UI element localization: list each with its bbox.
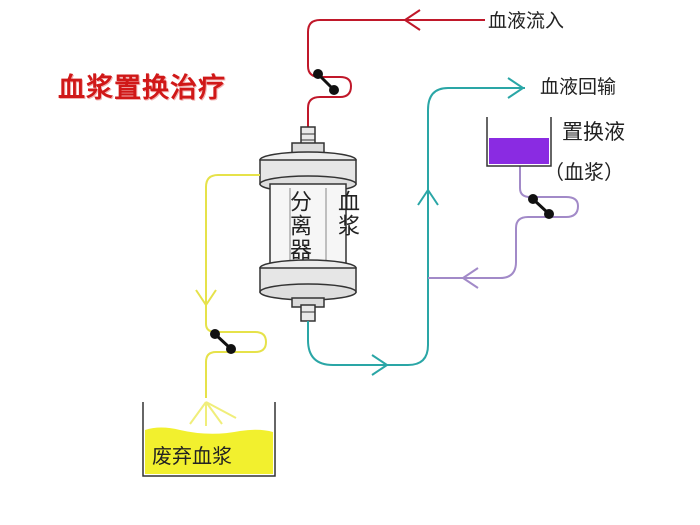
pump-icon: [313, 69, 339, 95]
blood-inflow-line: [307, 19, 485, 127]
diagram-title: 血浆置换治疗: [58, 73, 226, 104]
label-plasma-parenthetical: （血浆）: [544, 160, 624, 184]
label-blood-return: 血液回输: [540, 76, 617, 98]
return-arrow-icon-1: [371, 354, 389, 376]
pump-icon-waste: [210, 329, 236, 354]
label-replacement-fluid: 置换液: [562, 120, 625, 144]
replacement-fluid-container: [486, 117, 552, 167]
inflow-arrow-icon: [403, 9, 421, 31]
label-separator: 分离器: [286, 190, 311, 262]
waste-plasma-line: [205, 174, 268, 398]
label-blood-inflow: 血液流入: [488, 10, 565, 32]
return-arrow-icon-3: [507, 77, 525, 99]
label-waste-plasma: 废弃血浆: [152, 444, 232, 468]
label-plasma-vertical: 血浆: [334, 190, 359, 238]
return-arrow-icon-2: [417, 188, 439, 206]
blood-return-line: [307, 87, 525, 366]
drip-lines: [189, 401, 237, 426]
replacement-fluid-line: [428, 166, 580, 279]
replacement-arrow-icon: [461, 267, 479, 289]
waste-container: [142, 402, 276, 477]
waste-arrow-icon: [195, 289, 217, 307]
pump-icon-replacement: [528, 194, 554, 219]
separator-filter-icon: [259, 126, 357, 322]
